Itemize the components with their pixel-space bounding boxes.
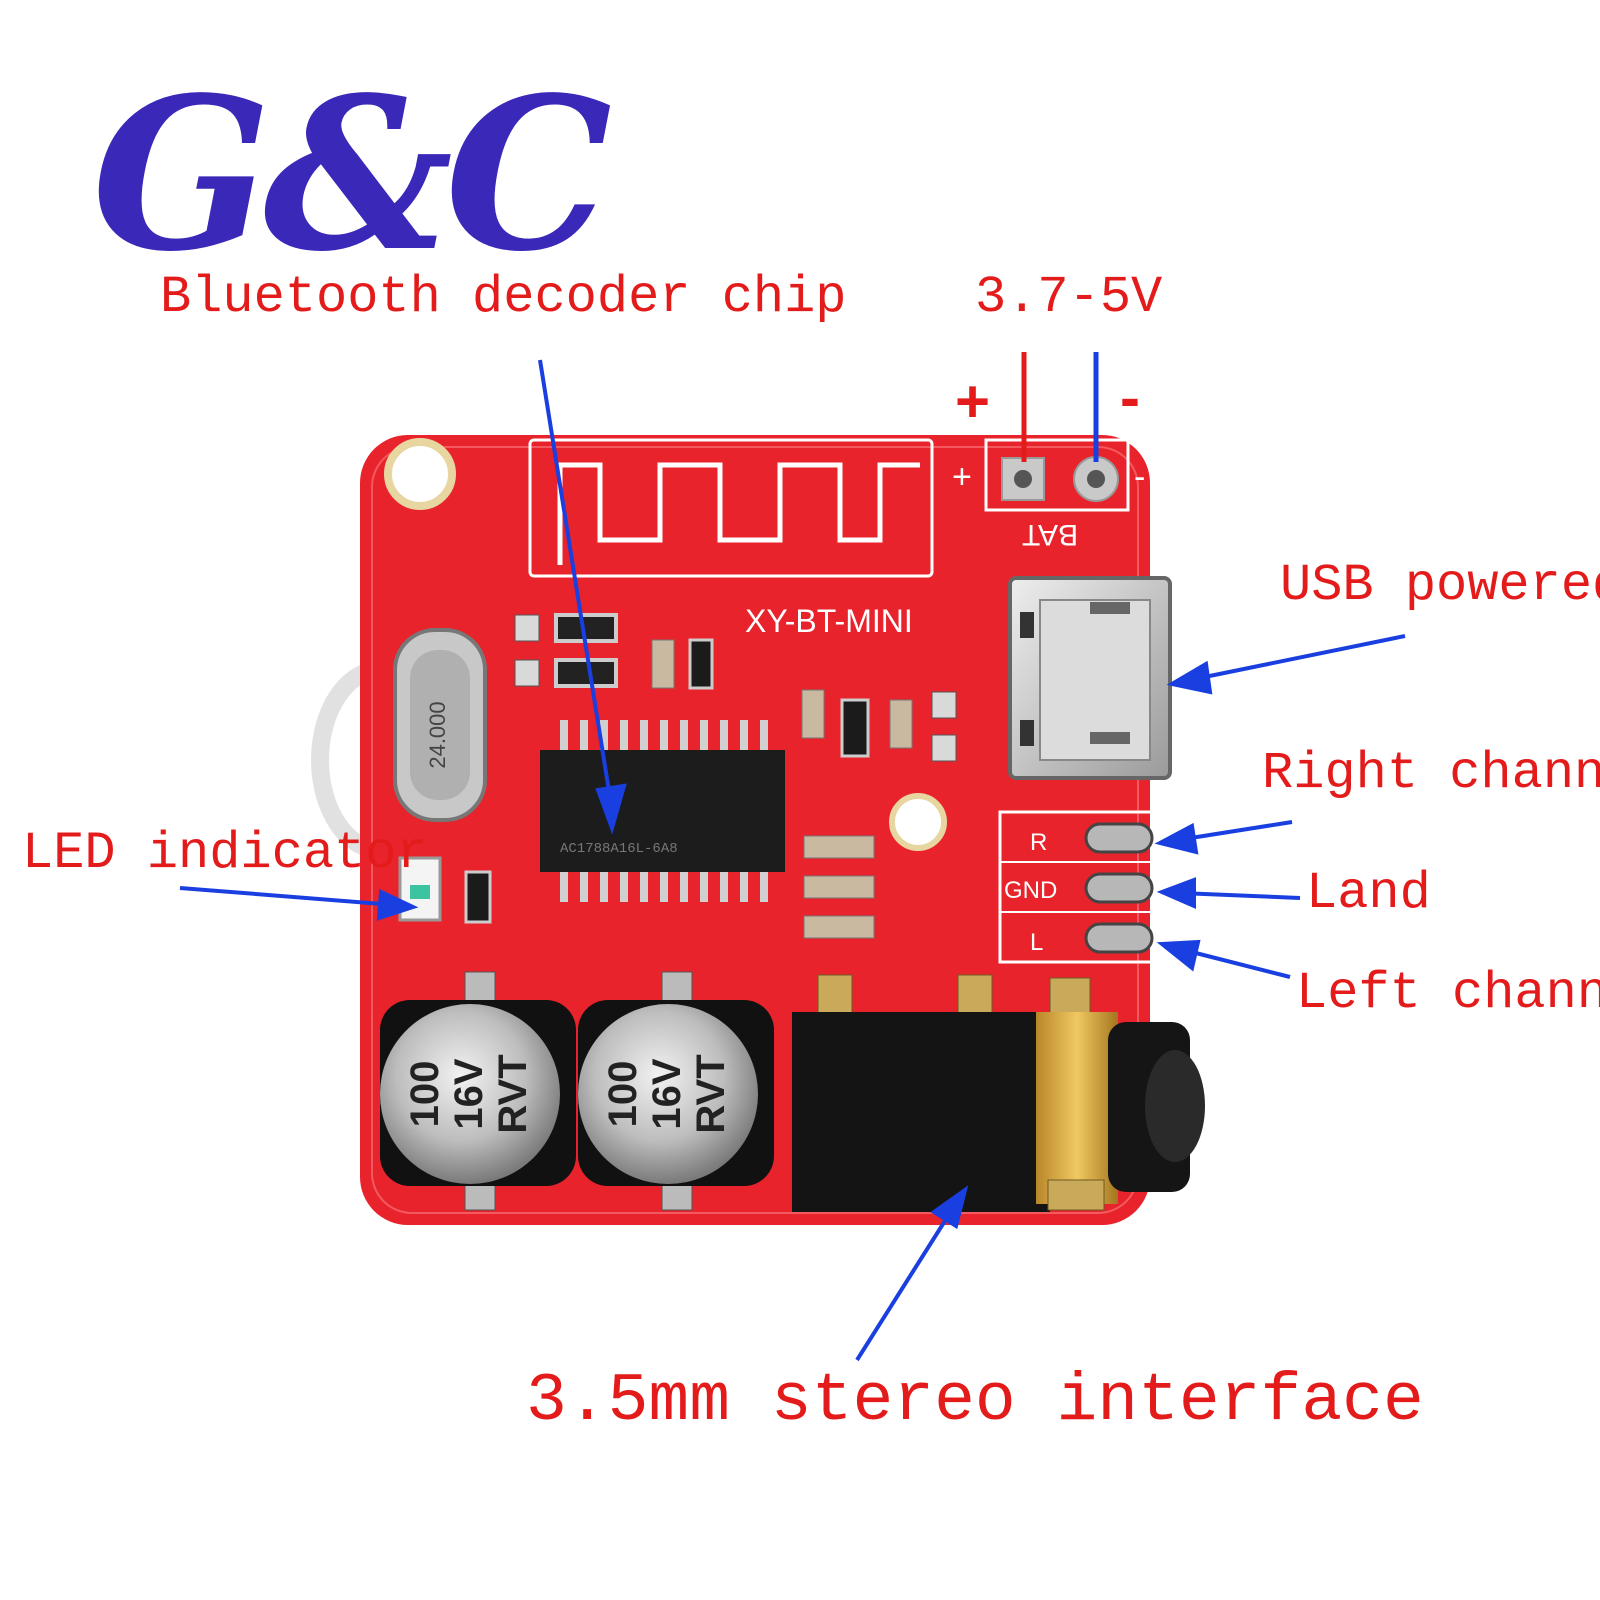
svg-text:100: 100 (403, 1061, 447, 1128)
callout-chip-label: Bluetooth decoder chip (160, 268, 847, 327)
bat-minus-silk: - (1134, 458, 1145, 496)
bluetooth-decoder-chip: AC1788A16L-6A8 (540, 720, 785, 902)
board-model-label: XY-BT-MINI (745, 603, 913, 639)
mounting-hole (384, 438, 456, 510)
crystal-oscillator: 24.000 (393, 628, 487, 822)
pad-l-label: L (1030, 929, 1043, 956)
svg-text:24.000: 24.000 (425, 701, 450, 768)
pad-gnd-label: GND (1004, 877, 1057, 904)
svg-text:RVT: RVT (689, 1054, 733, 1133)
svg-text:RVT: RVT (491, 1054, 535, 1133)
mounting-hole (889, 793, 947, 851)
callout-right-channel-label: Right channel (1262, 744, 1600, 803)
electrolytic-capacitor: 100 16V RVT (578, 971, 774, 1211)
svg-text:16V: 16V (645, 1058, 689, 1129)
smd-components (464, 613, 957, 939)
callout-jack-label: 3.5mm stereo interface (526, 1363, 1424, 1440)
antenna-trace (528, 438, 934, 578)
bat-plus-silk: + (952, 458, 972, 496)
pad-r-label: R (1030, 829, 1047, 856)
bat-silk-label: BAT (1022, 518, 1078, 551)
bat-plus-pad (1001, 457, 1045, 501)
brand-logo: G&C (92, 51, 612, 298)
plus-sign: + (955, 368, 991, 435)
electrolytic-capacitor: 100 16V RVT (380, 971, 576, 1211)
minus-sign: - (1120, 364, 1140, 431)
micro-usb-port (1008, 576, 1172, 780)
stereo-jack (792, 974, 1205, 1212)
audio-output-pads: R GND L (998, 810, 1158, 964)
svg-text:100: 100 (601, 1061, 645, 1128)
callout-arrows (179, 359, 1406, 1362)
svg-text:AC1788A16L-6A8: AC1788A16L-6A8 (560, 841, 678, 857)
callout-led-label: LED indicator (22, 824, 428, 883)
callout-voltage-label: 3.7-5V (975, 268, 1163, 327)
svg-text:16V: 16V (447, 1058, 491, 1129)
callout-land-label: Land (1306, 864, 1431, 923)
callout-left-channel-label: Left channel (1296, 964, 1600, 1023)
callout-usb-label: USB powered (1280, 556, 1600, 615)
